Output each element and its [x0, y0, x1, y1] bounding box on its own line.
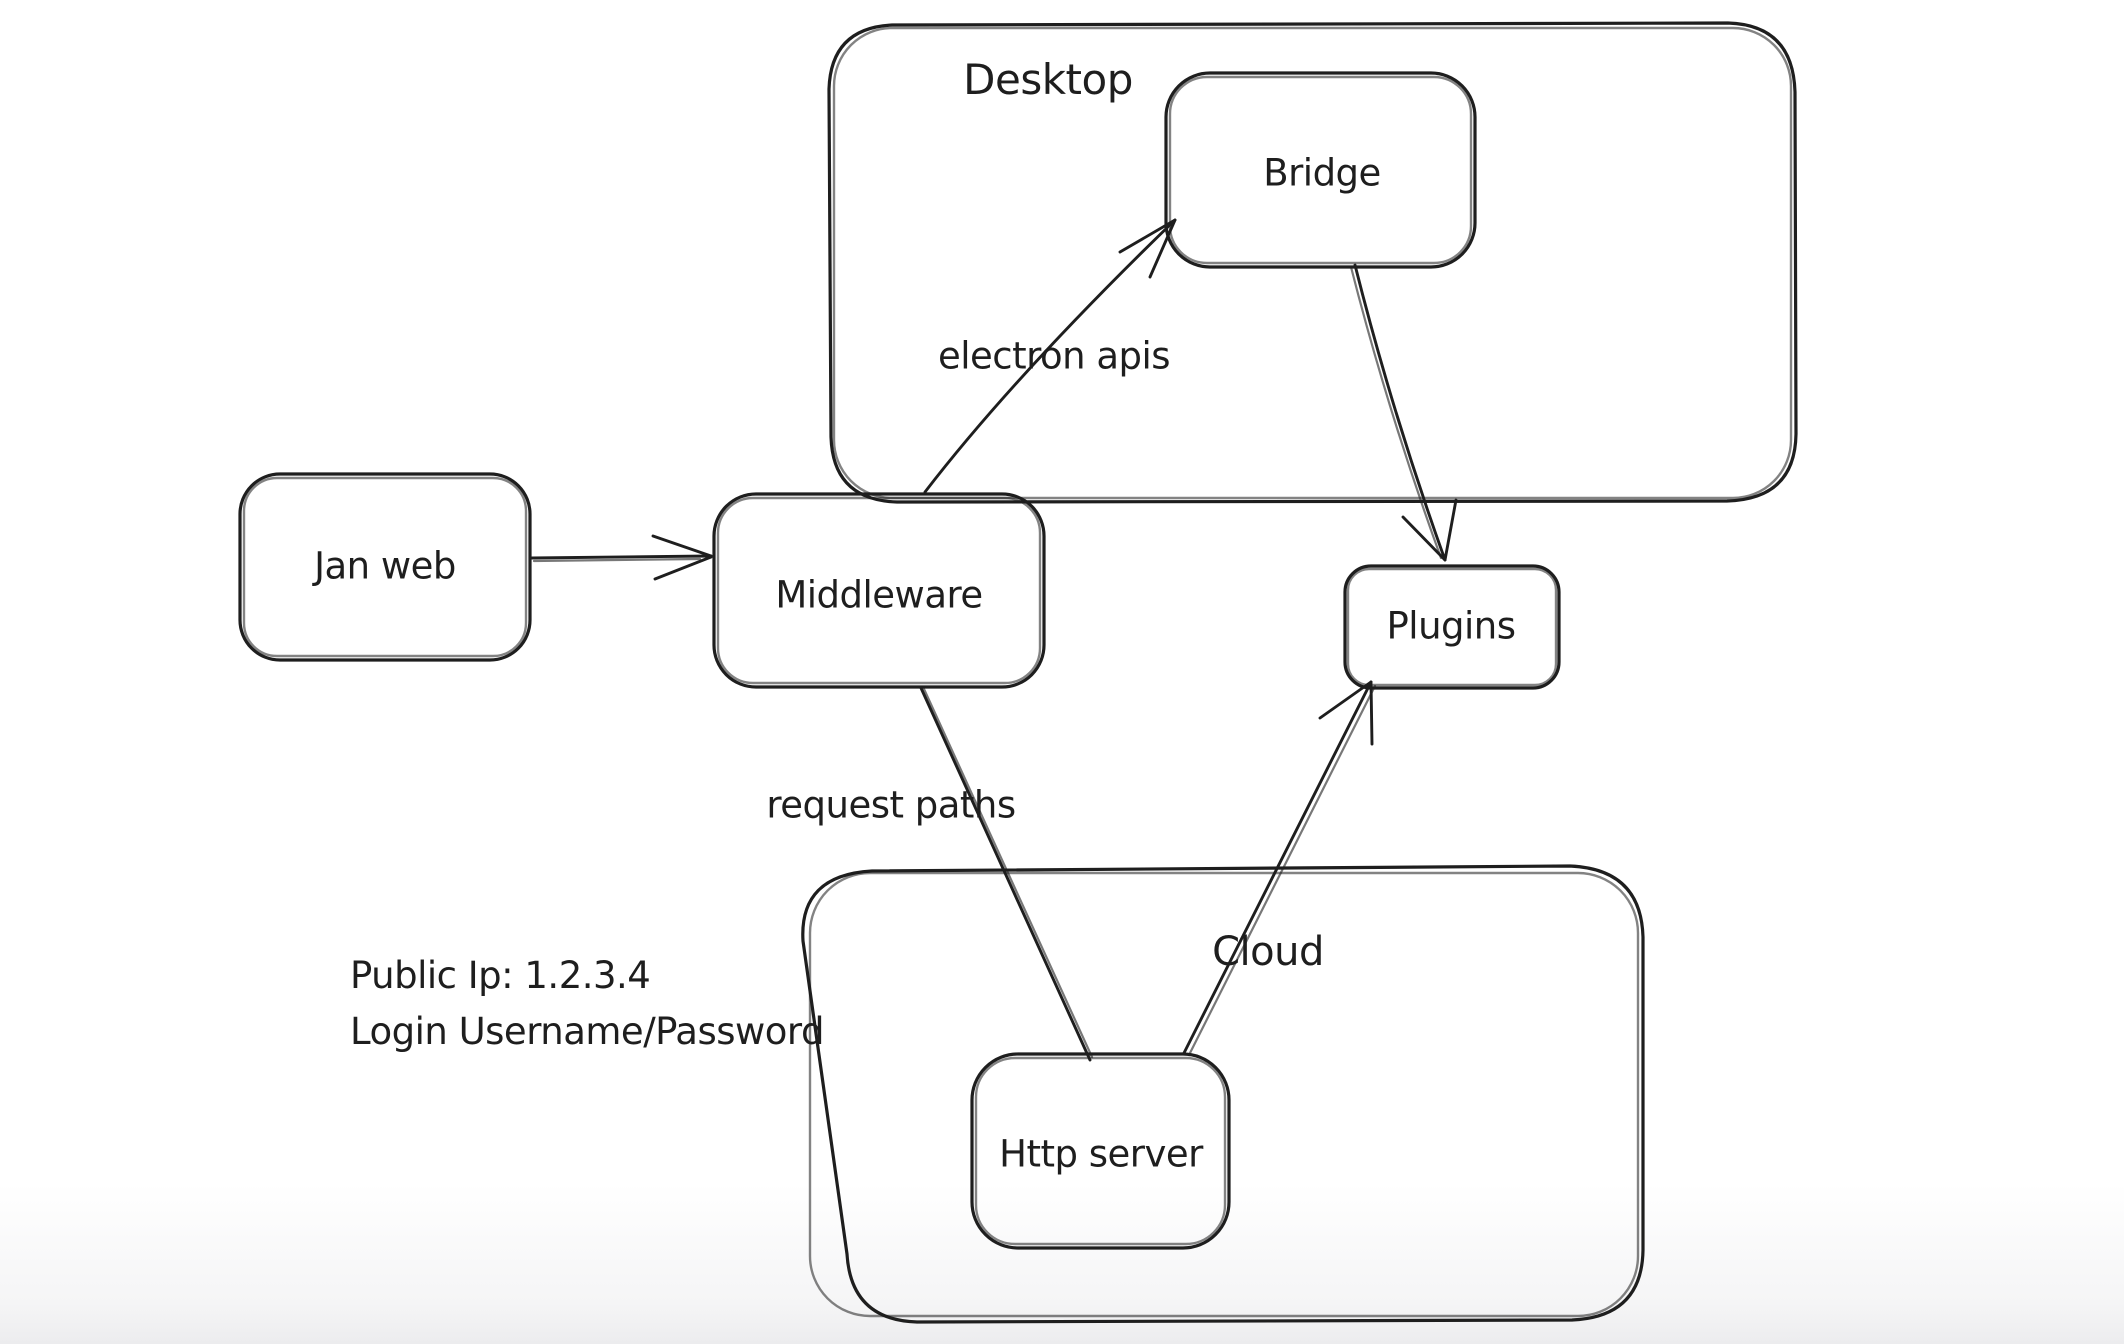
cloud-container-shape[interactable]: [801, 864, 1645, 1324]
arrow-middleware-to-bridge[interactable]: [923, 218, 1177, 494]
node-middleware-label[interactable]: Middleware: [775, 573, 983, 617]
cloud-container-label[interactable]: Cloud: [1212, 929, 1324, 975]
node-bridge-label[interactable]: Bridge: [1263, 151, 1381, 195]
arrow-bridge-to-plugins[interactable]: [1349, 263, 1458, 562]
edge-electron-apis-label[interactable]: electron apis: [937, 334, 1171, 378]
arrow-middleware-to-http-server[interactable]: [919, 686, 1094, 1062]
desktop-container-label[interactable]: Desktop: [963, 54, 1133, 104]
node-http-server-label[interactable]: Http server: [999, 1132, 1203, 1176]
node-jan-web-shape[interactable]: [238, 472, 532, 662]
node-http-server-shape[interactable]: [970, 1052, 1231, 1250]
node-bridge-shape[interactable]: [1164, 71, 1477, 269]
arrow-jan-web-to-middleware[interactable]: [530, 534, 713, 581]
annotation-line-login: Login Username/Password: [350, 1010, 824, 1053]
annotation-line-public-ip: Public Ip: 1.2.3.4: [350, 954, 651, 997]
node-plugins-shape[interactable]: [1343, 564, 1561, 690]
public-ip-annotation[interactable]: Public Ip: 1.2.3.4 Login Username/Passwo…: [350, 948, 824, 1060]
edge-request-paths-label[interactable]: request paths: [766, 783, 1016, 827]
node-middleware-shape[interactable]: [712, 492, 1046, 689]
arrow-http-server-to-plugins[interactable]: [1182, 680, 1377, 1057]
desktop-container-shape[interactable]: [827, 21, 1798, 504]
node-jan-web-label[interactable]: Jan web: [314, 544, 456, 588]
node-plugins-label[interactable]: Plugins: [1386, 604, 1516, 648]
